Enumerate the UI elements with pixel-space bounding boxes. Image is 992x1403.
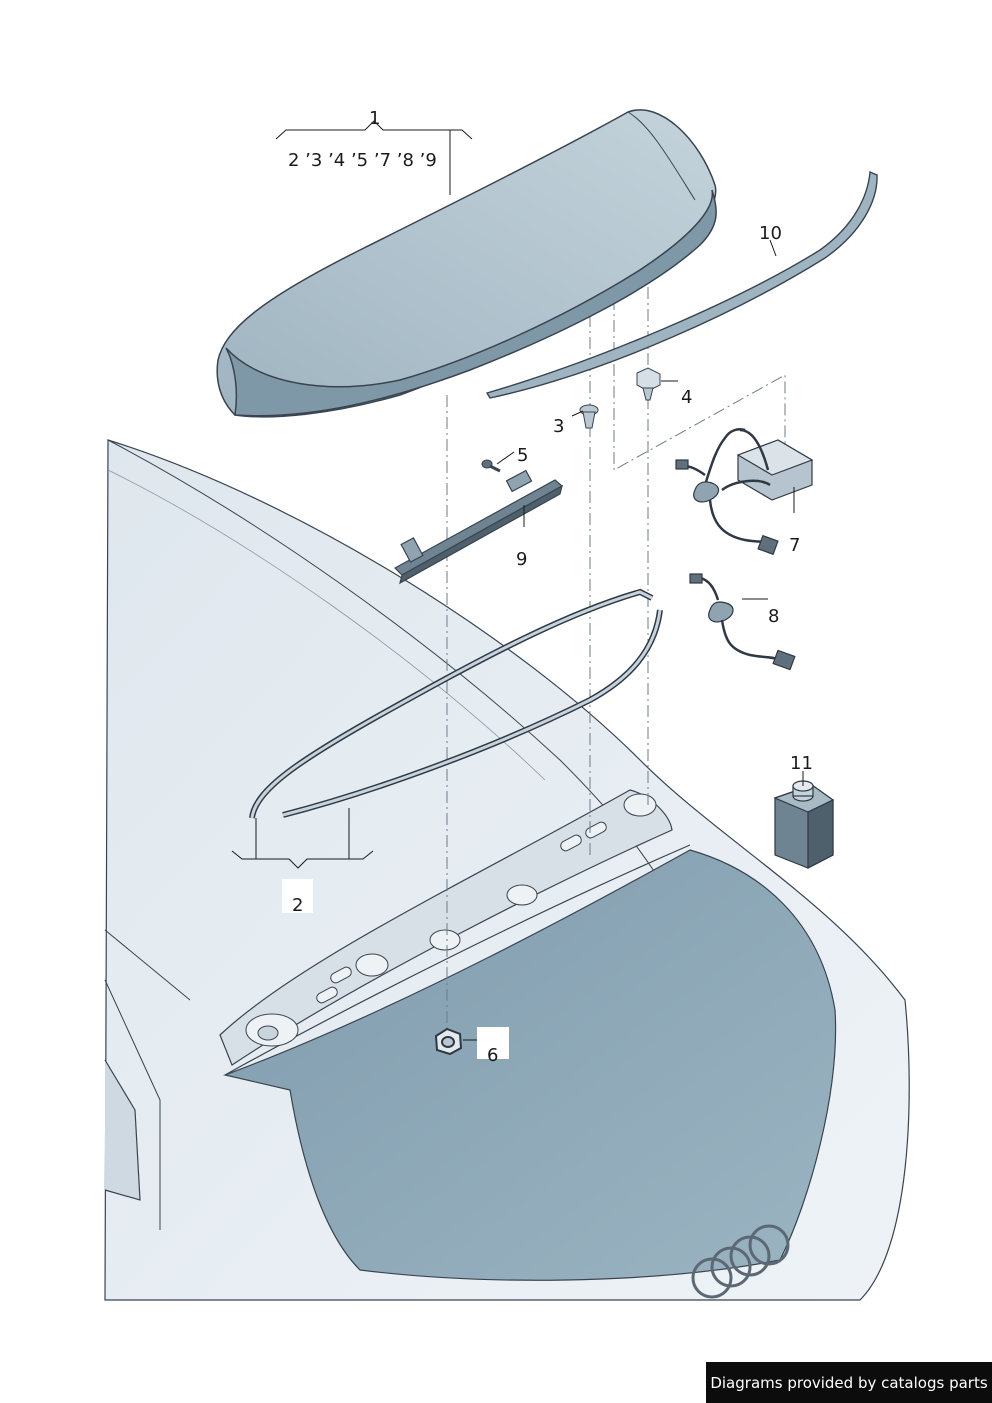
bolt-part-5 [481, 459, 501, 473]
callout-9: 9 [516, 549, 527, 570]
callout-2: 2 [292, 895, 303, 916]
callout-7: 7 [789, 535, 800, 556]
rear-spoiler [216, 109, 717, 418]
callout-8: 8 [768, 606, 779, 627]
clip-part-3 [579, 404, 599, 429]
spoiler-seal-strip [485, 170, 878, 399]
credit-banner: Diagrams provided by catalogs parts [706, 1362, 992, 1403]
adhesive-bottle-part-11 [773, 780, 835, 869]
window-gasket-seal [249, 588, 663, 819]
callout-4: 4 [681, 387, 692, 408]
callout-5: 5 [517, 445, 528, 466]
callout-3: 3 [553, 416, 564, 437]
callout-6: 6 [487, 1045, 498, 1066]
callout-10: 10 [759, 223, 782, 244]
callout-1-subparts: 2 ’3 ’4 ’5 ’7 ’8 ’9 [288, 150, 437, 171]
callout-1: 1 [369, 108, 380, 129]
wiring-harness-part-8 [689, 573, 796, 671]
leader-lines [231, 120, 804, 1041]
nut-part-6 [434, 1027, 463, 1056]
label-backgrounds [282, 879, 509, 1059]
car-rear-body [104, 439, 910, 1301]
callout-11: 11 [790, 753, 813, 774]
third-brake-light [394, 469, 564, 585]
wiring-harness-part-7 [675, 428, 814, 556]
brand-rings-emblem [691, 1224, 790, 1299]
clip-part-4 [636, 367, 661, 401]
